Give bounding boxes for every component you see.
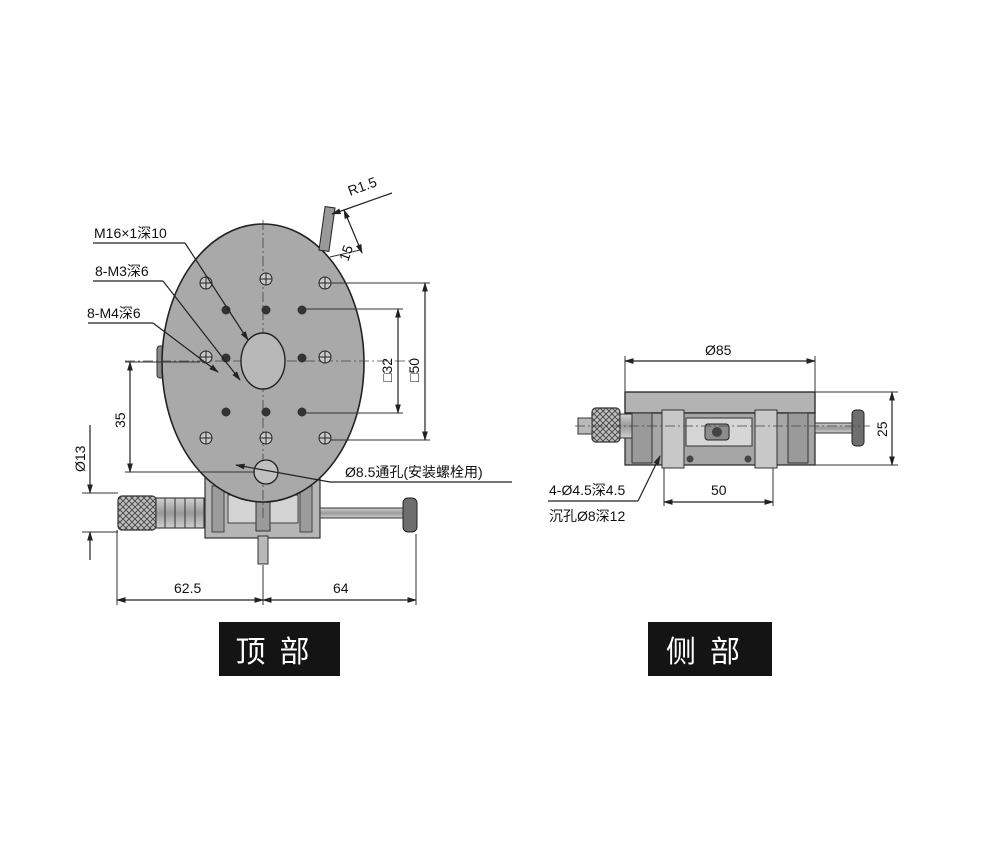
dim-25: 25 [874, 421, 890, 437]
dim-62-5: 62.5 [174, 580, 201, 596]
m4-holes [199, 272, 332, 445]
dim-50-side: 50 [711, 482, 727, 498]
dim-64: 64 [333, 580, 349, 596]
m3-holes [221, 305, 307, 417]
counterbore-callout: 沉孔Ø8深12 [549, 508, 625, 524]
dim-d13: Ø13 [72, 445, 88, 472]
top-view: M16×1深10 8-M3深6 8-M4深6 R1.5 15 Ø8.5通孔(安装… [72, 174, 512, 605]
dim-35: 35 [112, 412, 128, 428]
top-view-dimensions [82, 282, 430, 605]
top-view-caption: 顶部 [219, 622, 340, 676]
through-hole-callout: Ø8.5通孔(安装螺栓用) [345, 464, 483, 480]
side-knob [851, 409, 865, 447]
dim-sq32: □32 [379, 358, 395, 382]
dim-sq50: □50 [406, 358, 422, 382]
side-rotary-plate [624, 391, 816, 414]
side-micrometer-thimble [591, 407, 621, 443]
m4-callout: 8-M4深6 [87, 305, 141, 321]
top-view-leaders [88, 192, 512, 483]
top-view-rotary-plate [125, 205, 412, 520]
holes-callout: 4-Ø4.5深4.5 [549, 482, 625, 498]
side-view: Ø85 25 50 4-Ø4.5深4.5 沉孔Ø8深12 [548, 342, 898, 524]
m3-callout: 8-M3深6 [95, 263, 149, 279]
side-view-caption: 侧部 [648, 622, 772, 676]
top-view-micrometer [117, 495, 418, 533]
m16-callout: M16×1深10 [94, 225, 167, 241]
dim-15: 15 [336, 243, 356, 263]
r15-callout: R1.5 [346, 174, 379, 199]
dim-d85: Ø85 [705, 342, 732, 358]
